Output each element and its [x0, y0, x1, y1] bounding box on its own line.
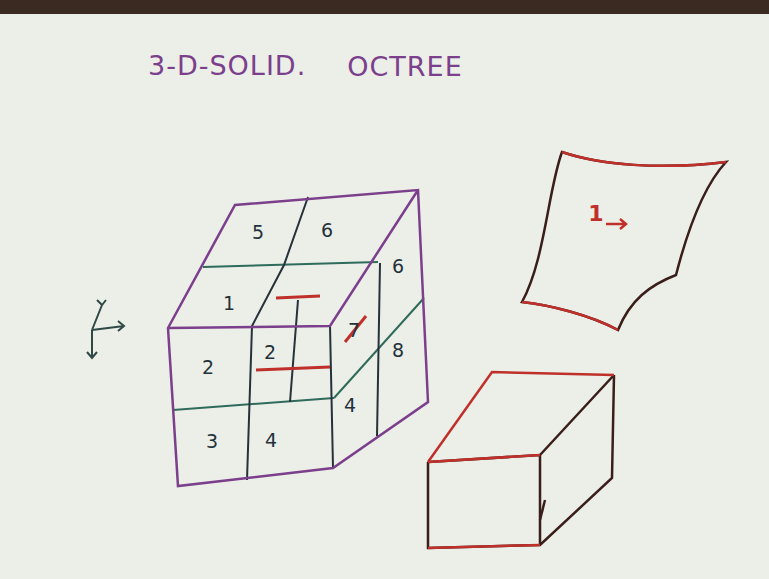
board-heading: OCTREE: [347, 53, 462, 80]
octant-number: 3: [206, 432, 218, 451]
octant-number: 4: [265, 431, 277, 450]
subdivision-marks: [256, 296, 366, 370]
octant-number: 4: [344, 396, 356, 415]
octant-number: 1: [223, 294, 235, 313]
board-ground: [0, 14, 769, 579]
octant-number: 7: [348, 321, 360, 340]
octant-number: 6: [392, 257, 404, 276]
octant-number: 8: [392, 341, 404, 360]
cube-outline: [168, 190, 428, 486]
surface-number: 1: [588, 203, 603, 225]
board-frame: [0, 0, 769, 14]
notched-block: [428, 372, 614, 548]
octant-number: 6: [321, 221, 333, 240]
board-title: 3-D-SOLID.: [148, 52, 306, 79]
octant-number: 2: [264, 343, 276, 362]
octant-lines: [173, 262, 424, 410]
octant-number: 2: [202, 358, 214, 377]
curved-surface: [522, 152, 726, 330]
octant-lines-dark: [247, 197, 380, 480]
axis-symbol: [87, 300, 124, 358]
octant-number: 5: [252, 223, 264, 242]
